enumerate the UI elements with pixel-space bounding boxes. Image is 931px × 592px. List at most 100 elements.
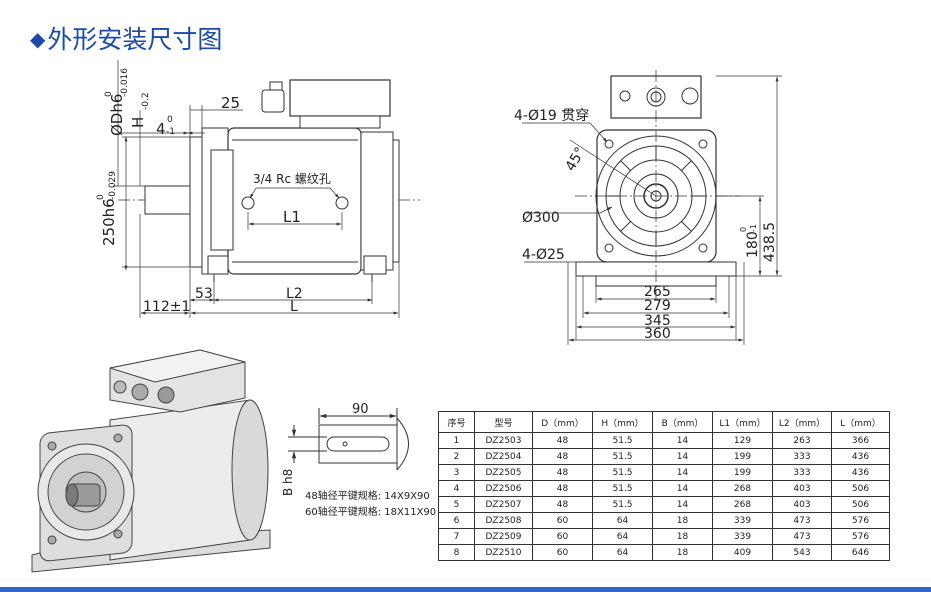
table-row: 1 DZ2503 48 51.5 14 129 263 366 [438, 432, 890, 449]
hole-note: 3/4 Rc 螺纹孔 [253, 172, 331, 186]
key-note-60: 60轴径平键规格: 18X11X90 [305, 507, 437, 518]
table-cell: 6 [438, 512, 475, 529]
table-cell: 333 [772, 464, 832, 481]
table-cell: 646 [831, 544, 890, 561]
dim-53-label: 53 [195, 286, 213, 302]
table-cell: 8 [438, 544, 475, 561]
table-cell: 473 [772, 512, 832, 529]
spec-table: 序号 型号 D（mm） H（mm） B（mm） L1（mm） L2（mm） L（… [438, 411, 890, 561]
table-row: 8 DZ2510 60 64 18 409 543 646 [438, 544, 890, 561]
table-cell: 339 [712, 512, 773, 529]
table-cell: 473 [772, 528, 832, 545]
table-cell: 2 [438, 448, 475, 465]
dim-345-label: 345 [644, 313, 671, 329]
table-cell: 48 [532, 432, 593, 449]
dim-l1-label: L1 [283, 208, 301, 226]
dim-250-tol-upper: 0 [96, 194, 106, 200]
dim-250-tol-lower: -0.029 [108, 171, 118, 200]
table-row: 5 DZ2507 48 51.5 14 268 403 506 [438, 496, 890, 513]
spec-table-header-row: 序号 型号 D（mm） H（mm） B（mm） L1（mm） L2（mm） L（… [438, 411, 890, 433]
header-cell: L（mm） [831, 411, 890, 433]
shaft-detail [288, 408, 409, 471]
table-row: 3 DZ2505 48 51.5 14 199 333 436 [438, 464, 890, 481]
header-cell: B（mm） [652, 411, 713, 433]
key-spec-notes: 48轴径平键规格: 14X9X90 60轴径平键规格: 18X11X90 [305, 489, 436, 521]
end-view-dimensions [522, 70, 782, 345]
dim-4385-label: 438.5 [762, 222, 778, 262]
table-cell: 506 [831, 480, 890, 497]
table-cell: 268 [712, 496, 773, 513]
table-cell: 14 [652, 480, 713, 497]
table-cell: DZ2510 [474, 544, 533, 561]
table-cell: DZ2505 [474, 464, 533, 481]
through-holes-label: 4-Ø19 贯穿 [514, 108, 589, 124]
header-cell: 序号 [438, 411, 475, 433]
dim-360-label: 360 [644, 326, 671, 342]
table-cell: 51.5 [592, 480, 653, 497]
dim-d-tol-upper: 0 [104, 91, 114, 97]
dim-l2-label: L2 [286, 286, 303, 302]
table-cell: DZ2508 [474, 512, 533, 529]
table-cell: 1 [438, 432, 475, 449]
header-cell: L1（mm） [712, 411, 773, 433]
table-cell: 48 [532, 448, 593, 465]
table-cell: 64 [592, 512, 653, 529]
table-row: 2 DZ2504 48 51.5 14 199 333 436 [438, 448, 890, 465]
header-cell: D（mm） [532, 411, 593, 433]
dim-90-label: 90 [352, 402, 369, 417]
table-cell: 51.5 [592, 496, 653, 513]
table-row: 4 DZ2506 48 51.5 14 268 403 506 [438, 480, 890, 497]
dim-4-tol-lower: -1 [166, 127, 175, 137]
table-cell: 436 [831, 448, 890, 465]
dim-l-label: L [290, 299, 298, 315]
dim-25-label: 25 [221, 94, 240, 112]
table-cell: 14 [652, 448, 713, 465]
table-cell: 18 [652, 512, 713, 529]
dim-d-label: ØDh6 [108, 94, 126, 136]
angle-label: 45° [563, 144, 589, 174]
title-text: 外形安装尺寸图 [47, 25, 223, 54]
table-cell: 18 [652, 544, 713, 561]
table-cell: 14 [652, 496, 713, 513]
table-cell: 48 [532, 480, 593, 497]
table-cell: 60 [532, 544, 593, 561]
side-view [118, 79, 420, 282]
table-cell: 51.5 [592, 432, 653, 449]
table-cell: 339 [712, 528, 773, 545]
dim-d-tol-lower: -0.016 [120, 68, 130, 97]
table-cell: 409 [712, 544, 773, 561]
dia-300-label: Ø300 [522, 210, 560, 226]
page-title: ◆外形安装尺寸图 [30, 20, 222, 56]
table-cell: 268 [712, 480, 773, 497]
dim-h-label: H [129, 117, 147, 128]
table-row: 6 DZ2508 60 64 18 339 473 576 [438, 512, 890, 529]
table-cell: 60 [532, 512, 593, 529]
table-cell: 5 [438, 496, 475, 513]
table-cell: DZ2509 [474, 528, 533, 545]
side-view-labels: ØDh6 0 -0.016 H -0.2 4 0 -1 25 250h6 0 -… [96, 68, 331, 315]
dim-4-label: 4 [156, 120, 166, 138]
table-cell: 14 [652, 432, 713, 449]
motor-3d-illustration [31, 349, 271, 573]
table-cell: DZ2506 [474, 480, 533, 497]
table-cell: 543 [772, 544, 832, 561]
feet-holes-label: 4-Ø25 [522, 247, 565, 263]
table-cell: 51.5 [592, 464, 653, 481]
table-cell: 18 [652, 528, 713, 545]
shaft-detail-labels: 90 B h8 [281, 402, 369, 496]
table-cell: 333 [772, 448, 832, 465]
table-cell: DZ2504 [474, 448, 533, 465]
table-cell: 506 [831, 496, 890, 513]
table-cell: 51.5 [592, 448, 653, 465]
dim-h-tol: -0.2 [141, 92, 151, 110]
header-cell: L2（mm） [772, 411, 832, 433]
key-width-label: B h8 [281, 469, 295, 496]
table-cell: DZ2503 [474, 432, 533, 449]
table-cell: 199 [712, 448, 773, 465]
table-cell: 129 [712, 432, 773, 449]
header-cell: H（mm） [592, 411, 653, 433]
table-cell: DZ2507 [474, 496, 533, 513]
table-cell: 436 [831, 464, 890, 481]
table-cell: 576 [831, 512, 890, 529]
